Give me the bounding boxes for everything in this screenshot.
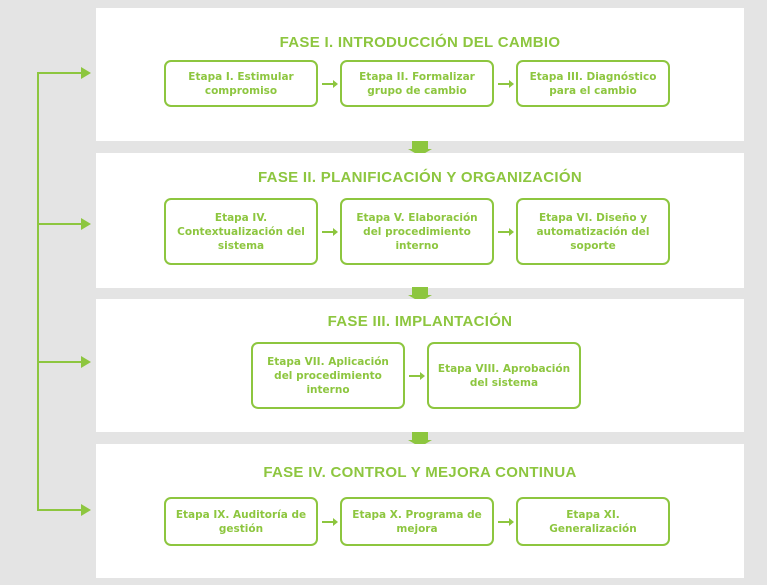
down-arrow-icon: [408, 141, 432, 156]
feedback-arrow: [37, 356, 91, 368]
phase-2-panel: FASE II. PLANIFICACIÓN Y ORGANIZACIÓN Et…: [96, 153, 744, 288]
phase-title: FASE III. IMPLANTACIÓN: [327, 313, 513, 330]
stage-box: Etapa II. Formalizar grupo de cambio: [340, 60, 494, 107]
feedback-arrow: [37, 504, 91, 516]
stage-box: Etapa IV. Contextualización del sistema: [164, 198, 318, 265]
stage-box: Etapa V. Elaboración del procedimiento i…: [340, 198, 494, 265]
phase-title: FASE I. INTRODUCCIÓN DEL CAMBIO: [279, 34, 561, 51]
arrow-icon: [498, 518, 514, 526]
feedback-arrow: [37, 67, 91, 79]
phase-1-panel: FASE I. INTRODUCCIÓN DEL CAMBIO Etapa I.…: [96, 8, 744, 141]
arrow-icon: [409, 372, 425, 380]
stage-box: Etapa VIII. Aprobación del sistema: [427, 342, 581, 409]
arrow-icon: [322, 80, 338, 88]
feedback-line: [37, 73, 39, 511]
stage-box: Etapa VII. Aplicación del procedimiento …: [251, 342, 405, 409]
feedback-arrow: [37, 218, 91, 230]
down-arrow-icon: [408, 432, 432, 447]
phase-3-panel: FASE III. IMPLANTACIÓN Etapa VII. Aplica…: [96, 299, 744, 432]
stage-box: Etapa I. Estimular compromiso: [164, 60, 318, 107]
phase-4-panel: FASE IV. CONTROL Y MEJORA CONTINUA Etapa…: [96, 444, 744, 578]
down-arrow-icon: [408, 287, 432, 302]
stage-box: Etapa X. Programa de mejora: [340, 497, 494, 546]
arrow-icon: [322, 518, 338, 526]
stage-box: Etapa VI. Diseño y automatización del so…: [516, 198, 670, 265]
stage-box: Etapa XI. Generalización: [516, 497, 670, 546]
arrow-icon: [322, 228, 338, 236]
arrow-icon: [498, 228, 514, 236]
stage-box: Etapa IX. Auditoría de gestión: [164, 497, 318, 546]
stage-box: Etapa III. Diagnóstico para el cambio: [516, 60, 670, 107]
phase-title: FASE II. PLANIFICACIÓN Y ORGANIZACIÓN: [258, 169, 582, 186]
arrow-icon: [498, 80, 514, 88]
phase-title: FASE IV. CONTROL Y MEJORA CONTINUA: [263, 464, 577, 481]
